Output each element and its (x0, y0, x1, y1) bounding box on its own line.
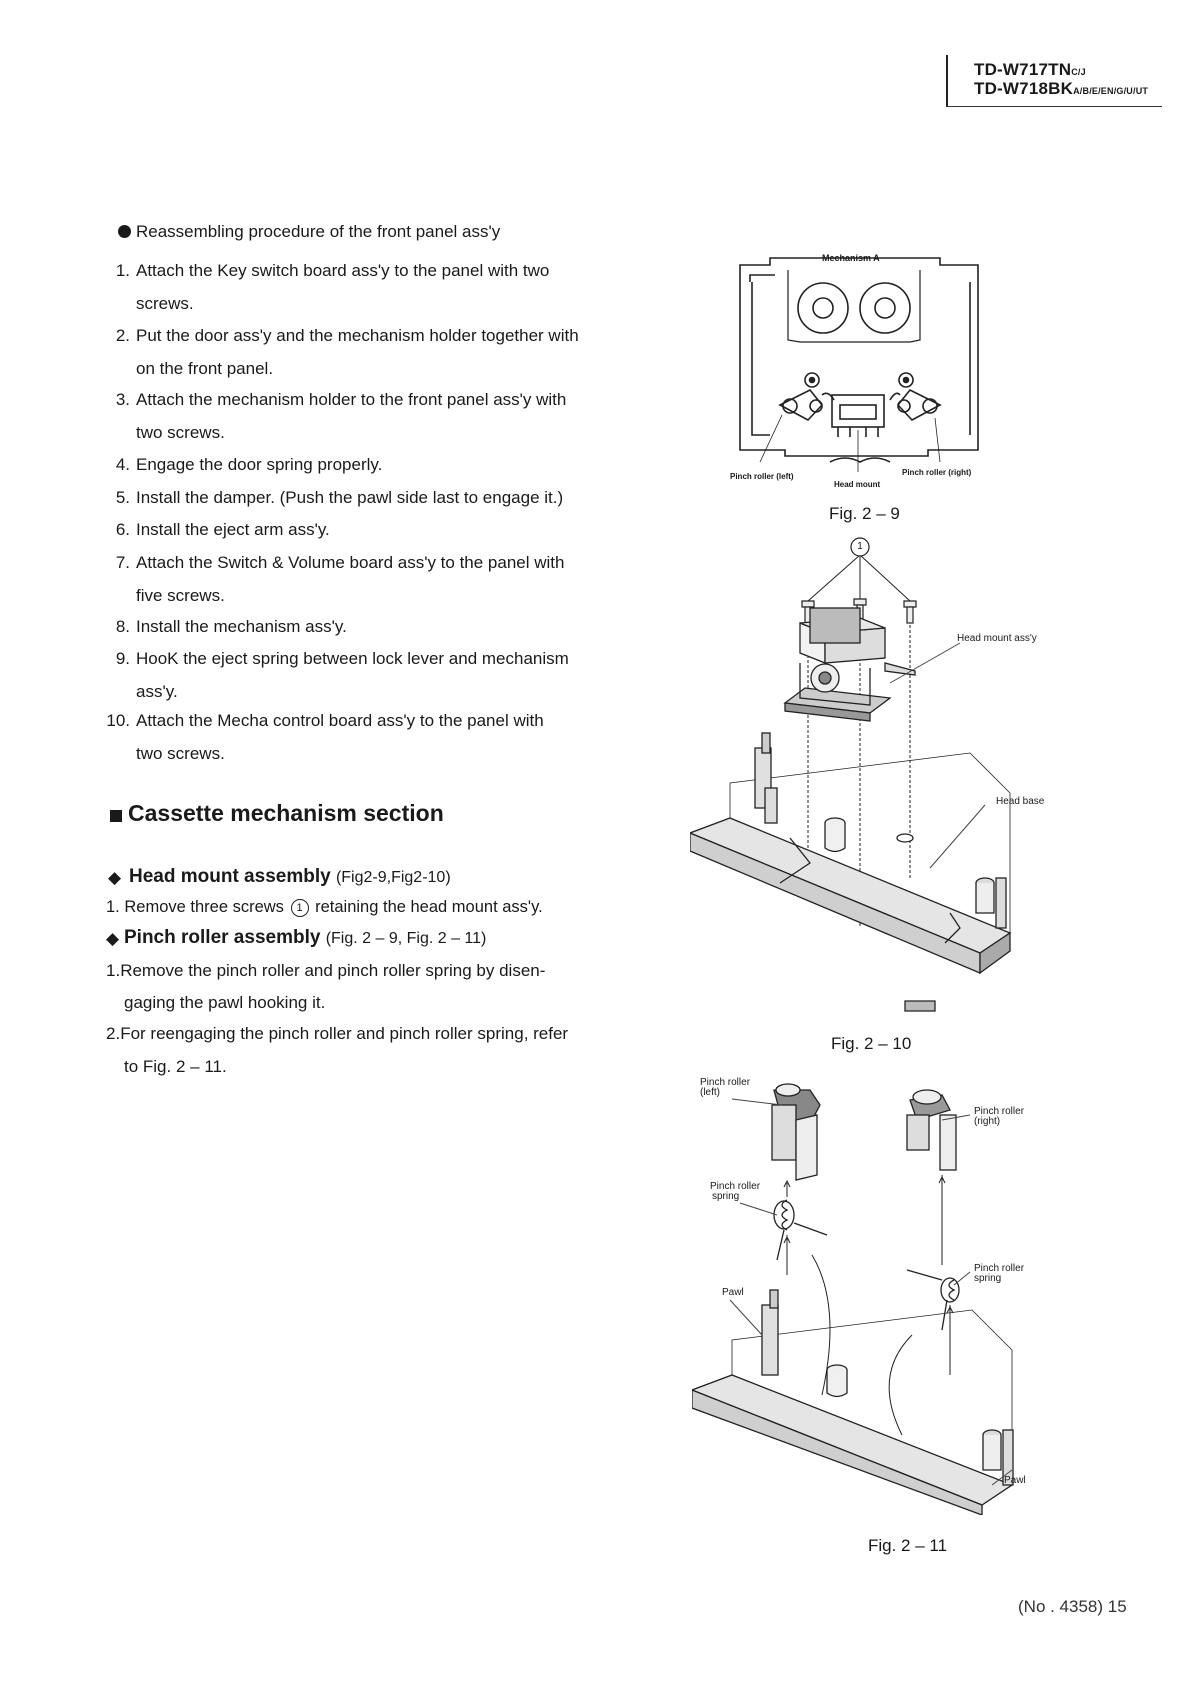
head-mount-step-text-post: retaining the head mount ass'y. (315, 898, 543, 916)
head-mount-step-text-pre: Remove three screws (124, 898, 284, 916)
step-2-num: 2. (115, 326, 130, 345)
bullet-dot (118, 225, 131, 238)
step-9-line-1: HooK the eject spring between lock lever… (136, 649, 569, 668)
step-2-line-1: Put the door ass'y and the mechanism hol… (136, 326, 579, 345)
model-2-suffix: A/B/E/EN/G/U/UT (1073, 86, 1149, 96)
step-5-num: 5. (115, 488, 130, 507)
pinch-roller-title-line: Pinch roller assembly (Fig. 2 – 9, Fig. … (124, 927, 486, 949)
fig9-label-pinch-left: Pinch roller (left) (730, 472, 794, 481)
step-10-line-2: two screws. (136, 744, 225, 763)
fig11-label-roller-left-2: (left) (700, 1087, 720, 1098)
head-mount-title-line: Head mount assembly (Fig2-9,Fig2-10) (129, 866, 451, 888)
pinch-roller-exploded-diagram (690, 1083, 1014, 1516)
step-1-num: 1. (115, 261, 130, 280)
model-2: TD-W718BK (974, 79, 1074, 98)
fig11-label-spring-left-1: Pinch roller (710, 1181, 761, 1192)
header-rule-vertical (946, 55, 948, 107)
figure-2-10: 1 Head mount ass'y Head base (688, 533, 1050, 1023)
step-2-line-2: on the front panel. (136, 359, 274, 378)
step-8-num: 8. (115, 617, 130, 636)
model-1: TD-W717TN (974, 60, 1072, 79)
section-title: Cassette mechanism section (128, 800, 444, 826)
pinch-step-1-line-2: gaging the pawl hooking it. (124, 993, 326, 1012)
diamond-bullet-icon: ◆ (108, 868, 122, 887)
fig9-label-pinch-right: Pinch roller (right) (902, 468, 972, 477)
step-9-line-2: ass'y. (136, 682, 178, 701)
reassembling-title: Reassembling procedure of the front pane… (136, 222, 501, 241)
fig10-caption: Fig. 2 – 10 (831, 1034, 912, 1053)
step-9-num: 9. (115, 649, 130, 668)
header-rule-horizontal (946, 106, 1162, 107)
fig11-label-spring-right-2: spring (974, 1273, 1002, 1284)
pinch-roller-ref: (Fig. 2 – 9, Fig. 2 – 11) (325, 930, 487, 947)
pinch-step-1-line-1: 1.Remove the pinch roller and pinch roll… (106, 961, 545, 981)
step-4-line-1: Engage the door spring properly. (136, 455, 383, 474)
section-square-bullet (110, 810, 122, 822)
step-5-line-1: Install the damper. (Push the pawl side … (136, 488, 564, 507)
pinch-step-2-line-1: 2.For reengaging the pinch roller and pi… (106, 1024, 568, 1044)
head-mount-ref: (Fig2-9,Fig2-10) (335, 869, 451, 886)
pinch-step-2-line-2: to Fig. 2 – 11. (124, 1057, 227, 1076)
pinch-step-1-num: 1. (106, 961, 121, 980)
step-8-line-1: Install the mechanism ass'y. (136, 617, 347, 636)
model-line-2: TD-W718BKA/B/E/EN/G/U/UT (974, 79, 1148, 99)
screw-circle-marker: 1 (290, 899, 309, 917)
head-mount-exploded-diagram (688, 537, 1012, 1012)
fig9-caption: Fig. 2 – 9 (829, 504, 900, 523)
pinch-step-2-num: 2. (106, 1024, 121, 1043)
pinch-step-1-text: Remove the pinch roller and pinch roller… (120, 961, 546, 980)
fig10-label-head-mount: Head mount ass'y (957, 633, 1037, 644)
diamond-bullet-icon: ◆ (106, 929, 120, 948)
fig11-label-spring-right-1: Pinch roller (974, 1263, 1025, 1274)
figure-2-11: Pinch roller (left) Pinch roller spring … (690, 1075, 1052, 1516)
pinch-step-2-text: For reengaging the pinch roller and pinc… (120, 1024, 569, 1043)
step-7-num: 7. (115, 553, 130, 572)
step-3-num: 3. (115, 390, 130, 409)
fig11-caption: Fig. 2 – 11 (868, 1536, 948, 1555)
fig10-label-head-base: Head base (996, 796, 1045, 807)
fig11-label-roller-right-1: Pinch roller (974, 1106, 1025, 1117)
fig11-label-pawl-left: Pawl (722, 1287, 744, 1298)
model-1-suffix: C/J (1071, 67, 1086, 77)
pinch-roller-title: Pinch roller assembly (124, 927, 321, 948)
figure-2-9: Mechanism A Pinch roller (left) Pinch ro… (730, 240, 990, 490)
head-mount-step-1: 1. Remove three screws 1 retaining the h… (106, 897, 543, 917)
step-10-line-1: Attach the Mecha control board ass'y to … (136, 711, 544, 730)
fig9-label-mechanism-a: Mechanism A (822, 253, 880, 263)
fig11-label-roller-left-1: Pinch roller (700, 1077, 751, 1088)
fig11-label-pawl-right: Pawl (1004, 1475, 1026, 1486)
step-1-line-2: screws. (136, 294, 194, 313)
fig9-label-head-mount: Head mount (834, 480, 881, 489)
step-3-line-1: Attach the mechanism holder to the front… (136, 390, 567, 409)
head-mount-title: Head mount assembly (129, 866, 331, 887)
mechanism-a-diagram (739, 257, 979, 472)
step-4-num: 4. (115, 455, 130, 474)
step-3-line-2: two screws. (136, 423, 225, 442)
fig11-label-roller-right-2: (right) (974, 1116, 1001, 1127)
step-7-line-1: Attach the Switch & Volume board ass'y t… (136, 553, 565, 572)
model-line-1: TD-W717TNC/J (974, 60, 1086, 80)
page-number: (No . 4358) 15 (1018, 1597, 1127, 1616)
fig10-screw-marker: 1 (857, 541, 863, 552)
step-6-num: 6. (115, 520, 130, 539)
step-6-line-1: Install the eject arm ass'y. (136, 520, 330, 539)
fig11-label-spring-left-2: spring (712, 1191, 740, 1202)
step-1-line-1: Attach the Key switch board ass'y to the… (136, 261, 550, 280)
head-mount-step-num: 1. (106, 898, 120, 916)
step-7-line-2: five screws. (136, 586, 225, 605)
step-10-num: 10. (106, 711, 130, 730)
